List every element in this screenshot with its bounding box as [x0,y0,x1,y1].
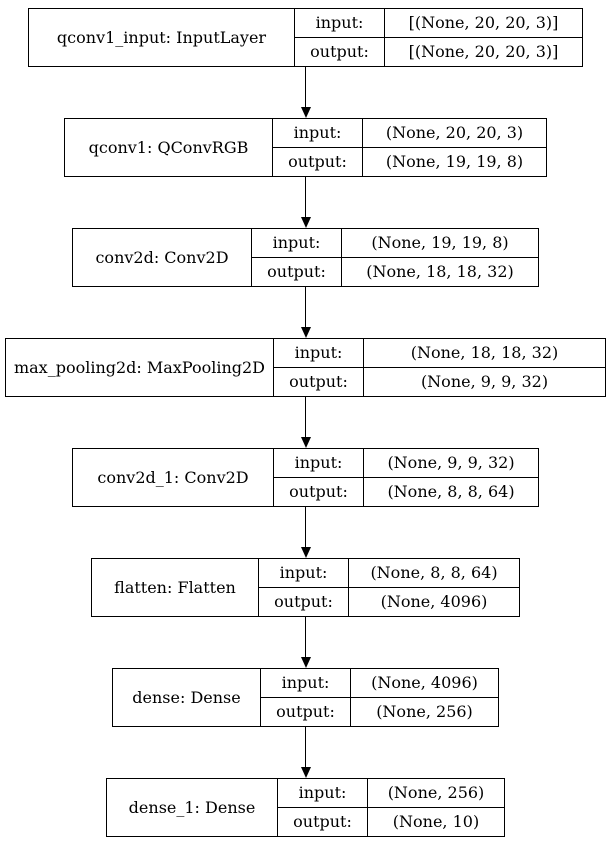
arrow-line [304,397,307,437]
arrow-head-icon [300,107,311,118]
edge-arrow-2 [0,177,611,228]
output-label-cell: output: [261,697,351,726]
input-shape-cell: (None, 256) [368,779,504,808]
input-label-cell: input: [252,229,342,258]
io-table: input: (None, 18, 18, 32) output: (None,… [274,339,605,396]
input-label-cell: input: [274,339,364,368]
input-label-cell: input: [295,9,385,38]
node-conv2d: conv2d: Conv2D input: (None, 19, 19, 8) … [72,228,539,287]
layer-name-cell: max_pooling2d: MaxPooling2D [6,339,274,396]
edge-arrow-4 [0,397,611,448]
io-table: input: (None, 20, 20, 3) output: (None, … [273,119,546,176]
io-table: input: (None, 256) output: (None, 10) [278,779,504,836]
edge-arrow-3 [0,287,611,338]
output-shape-cell: (None, 4096) [380,592,488,612]
arrow-line [304,617,307,657]
output-shape-cell: (None, 18, 18, 32) [366,262,514,282]
input-label-cell: input: [278,779,368,808]
layer-name-cell: flatten: Flatten [92,559,259,616]
io-table: input: (None, 8, 8, 64) output: (None, 4… [259,559,519,616]
edge-arrow-5 [0,507,611,558]
arrow-head-icon [300,767,311,778]
input-label-cell: input: [273,119,363,148]
arrow-line [304,67,307,107]
input-shape-cell: (None, 20, 20, 3) [363,119,546,148]
input-shape-cell: (None, 18, 18, 32) [364,339,605,368]
input-shape-cell: (None, 4096) [351,669,498,698]
layer-name-cell: dense: Dense [113,669,261,726]
output-label-cell: output: [278,807,368,836]
arrow-head-icon [300,327,311,338]
input-shape-cell: (None, 19, 19, 8) [342,229,538,258]
node-max-pooling2d: max_pooling2d: MaxPooling2D input: (None… [5,338,606,397]
arrow-head-icon [300,657,311,668]
input-shape-cell: (None, 9, 9, 32) [364,449,538,478]
input-shape-cell: (None, 8, 8, 64) [349,559,519,588]
output-label-cell: output: [273,147,363,176]
output-shape-cell: (None, 10) [392,812,480,832]
arrow-line [304,507,307,547]
layer-name-cell: qconv1: QConvRGB [65,119,273,176]
edge-arrow-1 [0,67,611,118]
arrow-line [304,727,307,767]
layer-name-cell: dense_1: Dense [107,779,278,836]
output-label-cell: output: [252,257,342,286]
io-table: input: [(None, 20, 20, 3)] output: [(Non… [295,9,582,66]
node-conv2d-1: conv2d_1: Conv2D input: (None, 9, 9, 32)… [72,448,539,507]
output-label-cell: output: [274,367,364,396]
node-dense-1: dense_1: Dense input: (None, 256) output… [106,778,505,837]
arrow-head-icon [300,547,311,558]
node-qconv1-input: qconv1_input: InputLayer input: [(None, … [28,8,583,67]
arrow-head-icon [300,217,311,228]
input-label-cell: input: [259,559,349,588]
output-shape-cell: [(None, 20, 20, 3)] [408,42,559,62]
arrow-line [304,287,307,327]
output-label-cell: output: [259,587,349,616]
io-table: input: (None, 9, 9, 32) output: (None, 8… [274,449,538,506]
layer-name-cell: conv2d: Conv2D [73,229,252,286]
output-shape-cell: (None, 9, 9, 32) [420,372,549,392]
input-shape-cell: [(None, 20, 20, 3)] [385,9,582,38]
io-table: input: (None, 4096) output: (None, 256) [261,669,498,726]
io-table: input: (None, 19, 19, 8) output: (None, … [252,229,538,286]
layer-name-cell: conv2d_1: Conv2D [73,449,274,506]
edge-arrow-7 [0,727,611,778]
output-shape-cell: (None, 256) [376,702,473,722]
input-label-cell: input: [261,669,351,698]
input-label-cell: input: [274,449,364,478]
output-shape-cell: (None, 19, 19, 8) [385,152,524,172]
output-shape-cell: (None, 8, 8, 64) [387,482,515,502]
arrow-head-icon [300,437,311,448]
layer-name-cell: qconv1_input: InputLayer [29,9,295,66]
node-qconv1: qconv1: QConvRGB input: (None, 20, 20, 3… [64,118,547,177]
node-dense: dense: Dense input: (None, 4096) output:… [112,668,499,727]
output-label-cell: output: [295,37,385,66]
edge-arrow-6 [0,617,611,668]
arrow-line [304,177,307,217]
node-flatten: flatten: Flatten input: (None, 8, 8, 64)… [91,558,520,617]
output-label-cell: output: [274,477,364,506]
